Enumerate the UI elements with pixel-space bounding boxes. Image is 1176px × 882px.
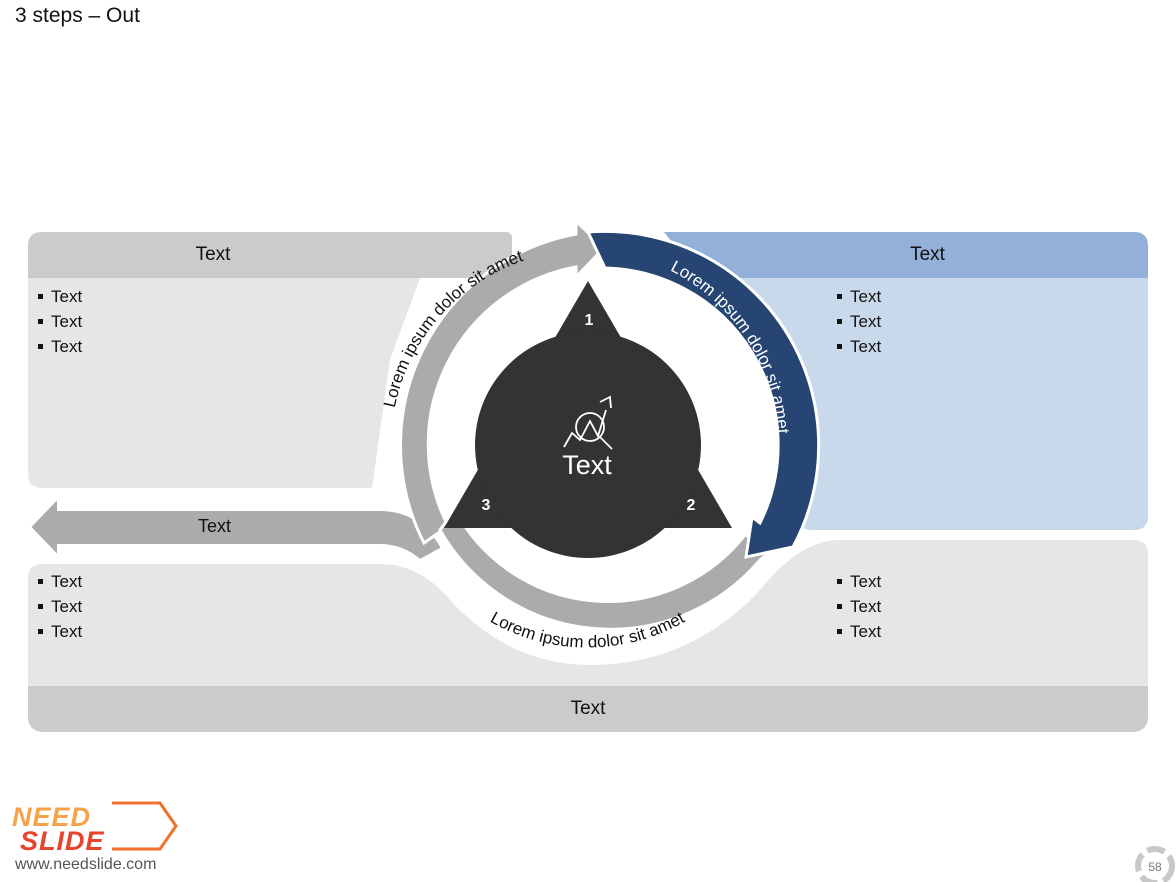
list-item: Text bbox=[837, 594, 881, 619]
list-item: Text bbox=[837, 569, 881, 594]
logo-text-slide: SLIDE bbox=[20, 826, 105, 856]
step-number-2: 2 bbox=[686, 497, 696, 514]
panel-top-right-bullets: Text Text Text bbox=[837, 284, 881, 359]
panel-top-left bbox=[28, 232, 512, 488]
panel-top-right-header-bg bbox=[664, 232, 1148, 278]
step-number-1: 1 bbox=[584, 312, 594, 329]
list-item: Text bbox=[38, 619, 82, 644]
panel-bottom-left-bullets: Text Text Text bbox=[38, 569, 82, 644]
page-number: 58 bbox=[1148, 860, 1162, 874]
list-item: Text bbox=[837, 334, 881, 359]
slide-title: 3 steps – Out bbox=[15, 4, 140, 27]
page-number-badge bbox=[1135, 846, 1175, 882]
logo-url: www.needslide.com bbox=[15, 856, 157, 873]
list-item: Text bbox=[837, 284, 881, 309]
chart-analysis-icon bbox=[563, 395, 613, 450]
panel-top-left-body-bg bbox=[28, 278, 420, 488]
panel-bottom-right-bullets: Text Text Text bbox=[837, 569, 881, 644]
panel-top-right-header: Text bbox=[910, 244, 945, 265]
list-item: Text bbox=[837, 309, 881, 334]
list-item: Text bbox=[38, 334, 82, 359]
panel-bottom-body-bg bbox=[28, 540, 1148, 686]
panel-top-left-header: Text bbox=[195, 244, 231, 265]
out-arrow-label: Text bbox=[198, 516, 232, 536]
center-hub bbox=[444, 281, 732, 558]
center-circle bbox=[475, 332, 701, 558]
logo-text-need: NEED bbox=[12, 802, 91, 832]
list-item: Text bbox=[38, 569, 82, 594]
list-item: Text bbox=[837, 619, 881, 644]
center-label: Text bbox=[562, 450, 612, 480]
logo-mark: NEED SLIDE bbox=[12, 801, 178, 856]
step-number-3: 3 bbox=[481, 497, 491, 514]
panel-top-left-bullets: Text Text Text bbox=[38, 284, 82, 359]
ring-segment-3 bbox=[399, 217, 607, 546]
bottom-bar: Text bbox=[28, 686, 1148, 732]
list-item: Text bbox=[38, 309, 82, 334]
ring-segment-1 bbox=[585, 229, 821, 559]
out-arrow bbox=[28, 495, 444, 562]
list-item: Text bbox=[38, 594, 82, 619]
list-item: Text bbox=[38, 284, 82, 309]
panel-top-left-header-bg bbox=[28, 232, 512, 278]
